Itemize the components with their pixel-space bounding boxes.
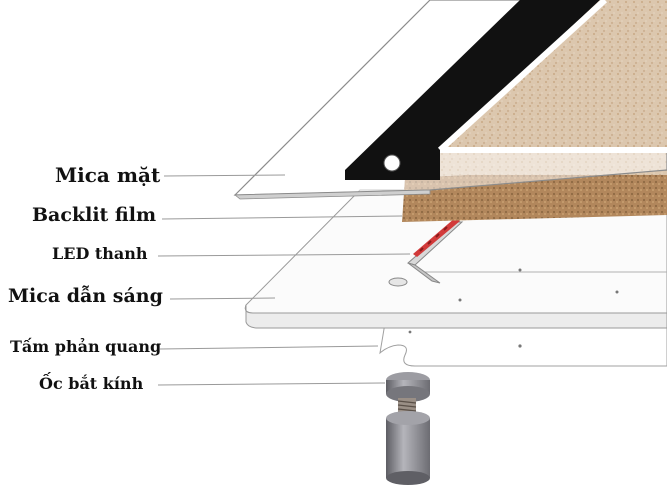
light-guide-panel: [244, 189, 667, 329]
label-backlit-film: Backlit film: [32, 204, 157, 226]
reflector-sheet: [379, 320, 667, 367]
standoff-bolt: [386, 372, 430, 485]
leader-mica-dan-sang: [169, 297, 276, 300]
leader-oc-bat-kinh: [157, 382, 386, 386]
leader-tam-phan-quang: [159, 345, 379, 350]
leader-backlit-film: [161, 215, 403, 220]
label-mica-dan-sang: Mica dẫn sáng: [8, 285, 163, 307]
leader-led-thanh: [157, 253, 411, 257]
leader-mica-mat: [163, 174, 286, 177]
leader-lines: [157, 174, 411, 386]
label-tam-phan-quang: Tấm phản quang: [10, 337, 162, 356]
label-oc-bat-kinh: Ốc bắt kính: [39, 374, 144, 393]
label-led-thanh: LED thanh: [52, 244, 148, 263]
front-acrylic: [233, 0, 667, 200]
led-strip: [406, 218, 464, 284]
label-mica-mat: Mica mặt: [55, 163, 161, 187]
